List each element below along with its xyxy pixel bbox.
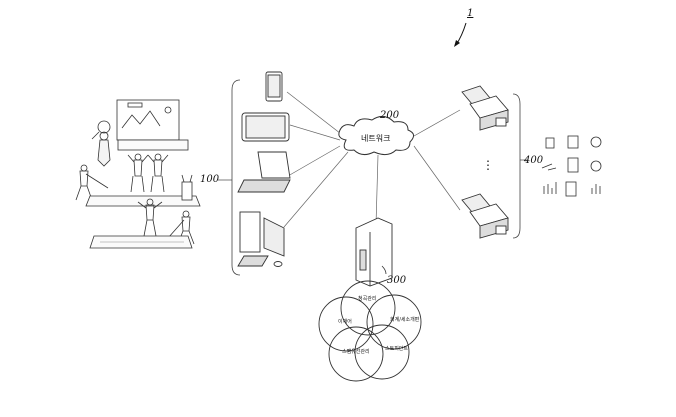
laptop-keyboard	[238, 180, 290, 192]
pos-group-bracket	[513, 94, 520, 238]
golf-scene-illustration	[76, 100, 200, 248]
watch-icon-2	[591, 137, 601, 147]
service-label-0: 청곡관리	[358, 295, 376, 302]
link-phone	[287, 92, 345, 137]
link-pos-top	[414, 110, 460, 136]
phone-screen	[268, 75, 280, 97]
magnifier-handle	[92, 132, 99, 139]
laptop-screen	[258, 152, 290, 178]
service-label-4: 이재어	[338, 318, 352, 325]
desktop-tower	[240, 212, 260, 252]
bar-chart-icon-2	[592, 184, 600, 194]
figure-number: 1	[467, 8, 473, 19]
golf-club-2	[190, 175, 192, 182]
desktop-keyboard	[238, 256, 268, 266]
service-label-2: 스토피안트	[385, 345, 408, 352]
screen-display	[117, 100, 179, 140]
chart-icon-1	[568, 158, 578, 172]
tablet-screen	[246, 116, 285, 138]
device-icon-1	[568, 136, 578, 148]
player-c-head	[81, 165, 87, 171]
player-a-head	[135, 154, 141, 160]
desktop-computer-icon	[238, 212, 284, 267]
server-panel	[360, 250, 366, 270]
link-pos-bottom	[414, 146, 460, 210]
link-icon	[542, 164, 556, 170]
figure-arrowhead	[454, 40, 460, 47]
service-label-1: 회계/세소개편	[390, 316, 419, 323]
terminals-label: 100	[200, 174, 219, 185]
network-label: 200	[380, 110, 399, 121]
desktop-monitor	[264, 218, 284, 256]
desktop-mouse	[274, 262, 282, 267]
smartphone-icon	[266, 72, 282, 101]
laptop-icon	[238, 152, 290, 192]
pos-bottom-printer	[496, 226, 506, 234]
network-text: 네트워크	[361, 133, 390, 144]
magnifier	[98, 121, 110, 133]
service-label-3: 스팸유선관리	[342, 348, 370, 355]
document-icon	[566, 182, 576, 196]
player-d	[138, 202, 162, 236]
watch-icon-1	[546, 138, 554, 148]
player-b-head	[155, 154, 161, 160]
terminal-group-bracket	[232, 80, 240, 275]
golf-club-1	[182, 175, 184, 182]
player-e-head	[183, 211, 189, 217]
network-links	[284, 92, 460, 227]
analytics-icons-grid	[542, 136, 601, 196]
bar-chart-icon-1	[544, 182, 556, 194]
link-laptop	[288, 146, 340, 176]
pos-ellipsis: ⋮	[482, 158, 494, 172]
pos-terminal-top	[462, 86, 508, 130]
pos-label: 400	[524, 155, 543, 166]
server-label: 300	[387, 275, 406, 286]
mat-top	[118, 140, 188, 150]
golf-bag	[182, 182, 192, 200]
watch-icon-3	[591, 161, 601, 171]
pos-top-printer	[496, 118, 506, 126]
player-instructor	[98, 140, 110, 166]
link-server	[376, 155, 378, 225]
link-desktop	[284, 152, 348, 227]
pos-terminal-bottom	[462, 194, 508, 238]
tablet-icon	[242, 113, 289, 141]
player-b	[148, 155, 168, 192]
player-a	[128, 155, 148, 192]
